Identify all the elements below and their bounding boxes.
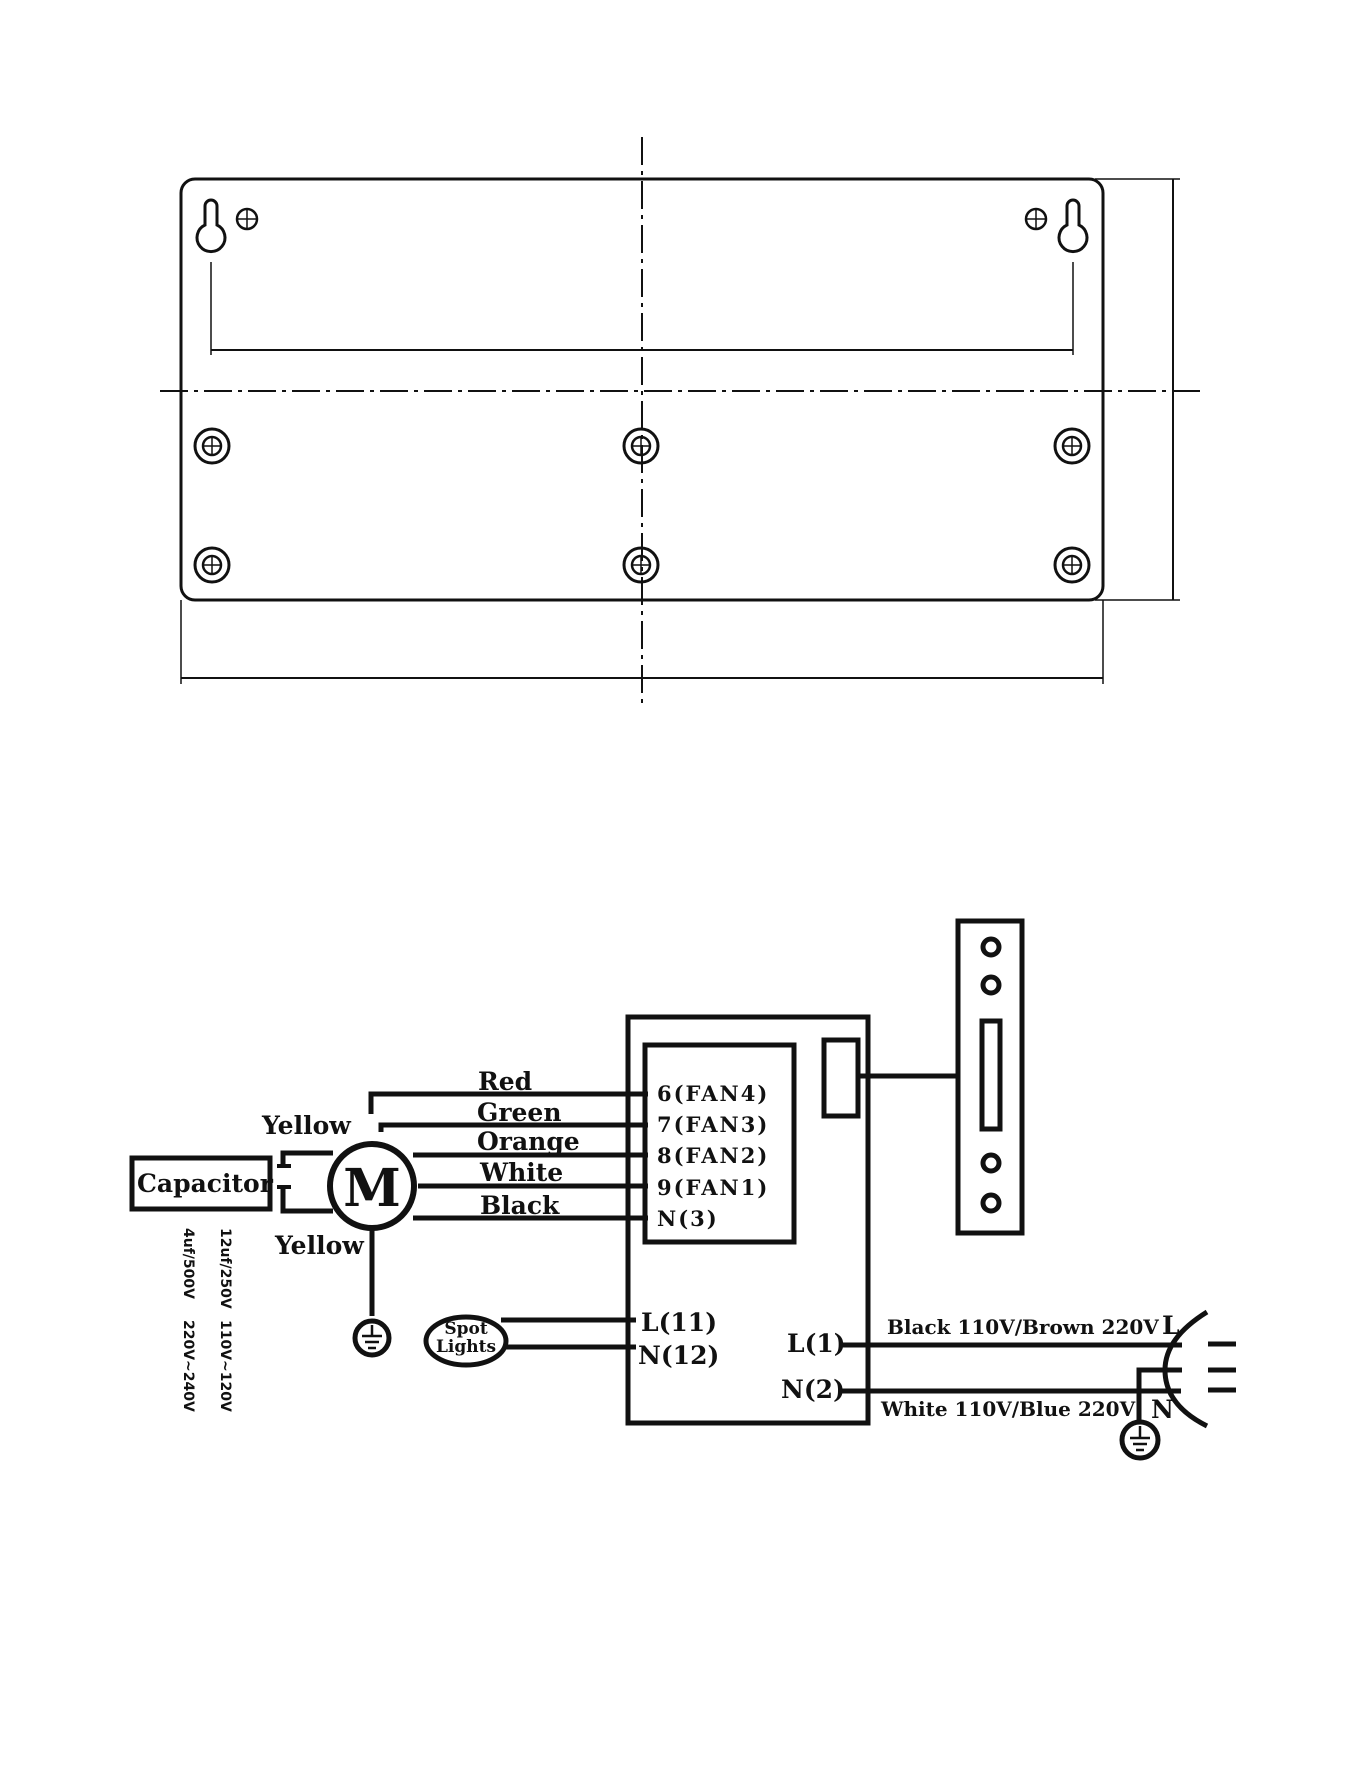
power-terminal-label: N(2) [781, 1375, 845, 1404]
power-terminal-label: L(1) [787, 1329, 846, 1358]
keyhole-slot-left [197, 200, 225, 252]
capacitor-plates [277, 1166, 291, 1187]
terminal-label: 8(FAN2) [657, 1143, 769, 1168]
line-wire-label: Black 110V/Brown 220V [887, 1315, 1159, 1339]
wire-color-label: Black [480, 1191, 560, 1220]
screw-hole [1055, 429, 1089, 463]
capacitor-spec: 12uf/250V [217, 1228, 233, 1309]
switch-button-icon [983, 939, 999, 955]
wiring-diagram: Capacitor 4uf/500V 12uf/250V 220V~240V 1… [132, 921, 1236, 1458]
wire-yellow-bottom [283, 1187, 333, 1211]
small-hole-left [237, 209, 257, 229]
keyhole-slot-right [1059, 200, 1087, 252]
wire-color-label: White [479, 1158, 563, 1187]
switch-connector [824, 1040, 858, 1116]
terminal-label: N(3) [657, 1206, 719, 1231]
spot-lights-label: Spot [444, 1319, 488, 1339]
screw-hole [195, 429, 229, 463]
screw-hole [1055, 548, 1089, 582]
wire-color-label: Orange [477, 1127, 580, 1156]
wire-color-label: Red [478, 1067, 532, 1096]
plug-L-label: L [1162, 1311, 1180, 1340]
mounting-plate-drawing [160, 137, 1200, 706]
ground-icon [355, 1321, 389, 1355]
yellow-label-bottom: Yellow [274, 1231, 365, 1260]
light-terminal-label: N(12) [638, 1341, 719, 1370]
switch-button-icon [983, 1155, 999, 1171]
wire-color-label: Green [477, 1098, 562, 1127]
switch-button-icon [983, 977, 999, 993]
screw-hole [195, 548, 229, 582]
neutral-wire-label: White 110V/Blue 220V [880, 1397, 1136, 1421]
switch-panel [958, 921, 1022, 1233]
terminal-label: 9(FAN1) [657, 1175, 769, 1200]
yellow-label-top: Yellow [261, 1111, 352, 1140]
ground-icon [1122, 1422, 1158, 1458]
capacitor-spec: 220V~240V [180, 1320, 196, 1412]
terminal-label: 6(FAN4) [657, 1081, 769, 1106]
capacitor-label: Capacitor [137, 1169, 274, 1198]
spot-lights-label: Lights [436, 1337, 496, 1357]
plug-N-label: N [1151, 1395, 1174, 1424]
switch-slot [982, 1021, 1000, 1129]
terminal-label: 7(FAN3) [657, 1112, 769, 1137]
small-hole-right [1026, 209, 1046, 229]
capacitor-spec: 110V~120V [217, 1320, 233, 1412]
motor-label: M [343, 1158, 401, 1219]
switch-button-icon [983, 1195, 999, 1211]
light-terminal-label: L(11) [641, 1308, 717, 1337]
capacitor-spec: 4uf/500V [180, 1228, 196, 1299]
